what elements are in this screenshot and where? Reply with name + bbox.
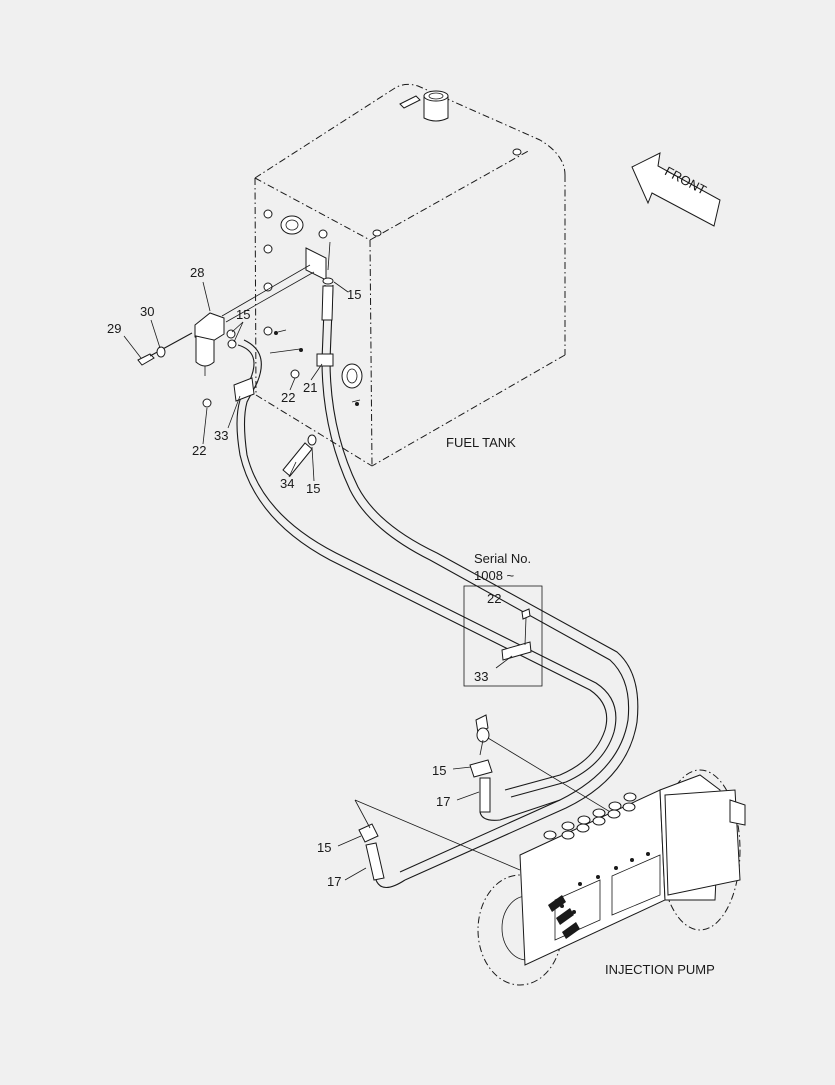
callouts: 28 30 29 15 15 21 22 33 22 34 15 22 33 1… [107,265,501,889]
fuel-filter [137,264,315,376]
callout-15-tank: 15 [347,287,361,302]
callout-17-lower: 17 [327,874,341,889]
callout-22-left: 22 [192,443,206,458]
callout-15-pump-upper: 15 [432,763,446,778]
callout-15-filter: 15 [236,307,250,322]
fuel-tank-label: FUEL TANK [446,435,516,450]
callout-15-pump-lower: 15 [317,840,331,855]
serial-note-line1: Serial No. [474,551,531,566]
injection-pump-label: INJECTION PUMP [605,962,715,977]
serial-detail-box [463,585,543,687]
callout-22-mid: 22 [281,390,295,405]
callout-17-upper: 17 [436,794,450,809]
callout-29: 29 [107,321,121,336]
callout-28: 28 [190,265,204,280]
callout-33-box: 33 [474,669,488,684]
serial-note-line2: 1008 ~ [474,568,515,583]
callout-30: 30 [140,304,154,319]
callout-33-left: 33 [214,428,228,443]
callout-21: 21 [303,380,317,395]
delivery-valves [543,792,637,840]
front-arrow-icon: FRONT [631,152,721,227]
injection-pump [477,769,746,986]
leader-lines [123,281,513,881]
callout-34: 34 [280,476,294,491]
callout-15-lower: 15 [306,481,320,496]
fuel-tank [254,83,566,467]
fuel-hoses [202,241,639,881]
callout-22-box: 22 [487,591,501,606]
